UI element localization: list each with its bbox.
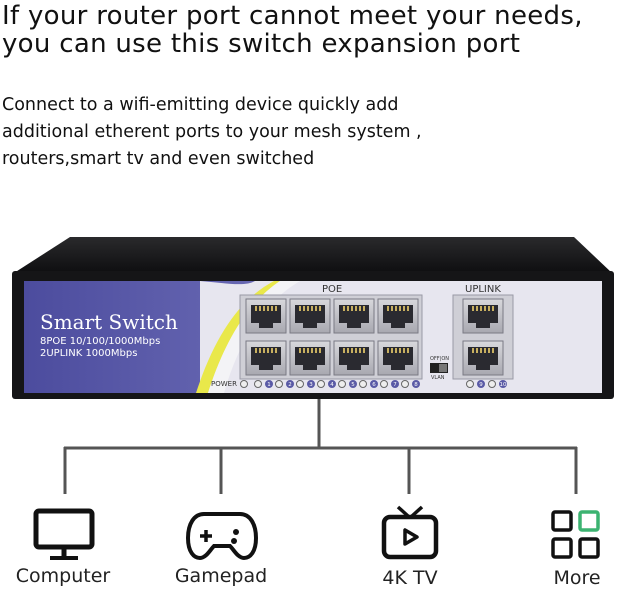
port-led-2-number: 2 bbox=[288, 382, 292, 388]
port-led-1-number: 1 bbox=[267, 382, 271, 388]
port-led-2 bbox=[275, 380, 283, 388]
port-led-9 bbox=[466, 380, 474, 388]
headline-line-2: you can use this switch expansion port bbox=[2, 29, 521, 59]
port-led-10 bbox=[488, 380, 496, 388]
port-led-10-number-badge bbox=[499, 380, 507, 388]
network-switch-illustration: 1 2 3 4 5 6 7 8 9 10 Smart Switch 8POE 10/100/100… bbox=[0, 225, 640, 415]
uplink-port-10 bbox=[462, 340, 504, 376]
port-led-3-number: 3 bbox=[309, 382, 313, 388]
port-led-8-number-badge bbox=[412, 380, 420, 388]
port-led-8 bbox=[401, 380, 409, 388]
poe-port-7 bbox=[333, 340, 375, 376]
port-led-2-number-badge bbox=[286, 380, 294, 388]
port-led-4-number-badge bbox=[328, 380, 336, 388]
port-led-5-number-badge bbox=[349, 380, 357, 388]
port-led-5-number: 5 bbox=[351, 382, 355, 388]
poe-port-5 bbox=[245, 340, 287, 376]
poe-port-1 bbox=[245, 298, 287, 334]
port-led-3 bbox=[296, 380, 304, 388]
device-label-more: More bbox=[553, 567, 601, 589]
description-line-1: Connect to a wifi-emitting device quickl… bbox=[2, 95, 399, 115]
device-label-computer: Computer bbox=[15, 565, 111, 587]
port-led-9-number: 9 bbox=[479, 382, 483, 388]
port-led-9-number-badge bbox=[477, 380, 485, 388]
port-led-4 bbox=[317, 380, 325, 388]
description: Connect to a wifi-emitting device quickl… bbox=[2, 92, 422, 173]
grid-more-icon bbox=[551, 510, 600, 559]
port-led-10-number: 10 bbox=[500, 382, 507, 388]
description-line-3: routers,smart tv and even switched bbox=[2, 149, 315, 169]
port-led-6-number-badge bbox=[370, 380, 378, 388]
poe-port-2 bbox=[289, 298, 331, 334]
gamepad-icon bbox=[185, 512, 259, 561]
status-leds: 1 2 3 4 5 6 7 8 9 10 bbox=[240, 380, 507, 388]
port-led-7-number: 7 bbox=[393, 382, 397, 388]
headline: If your router port cannot meet your nee… bbox=[2, 2, 583, 58]
device-label-gamepad: Gamepad bbox=[174, 565, 268, 587]
uplink-label: UPLINK bbox=[465, 284, 501, 295]
port-led-5 bbox=[338, 380, 346, 388]
port-led-7 bbox=[380, 380, 388, 388]
power-led bbox=[240, 380, 248, 388]
port-led-3-number-badge bbox=[307, 380, 315, 388]
poe-port-8 bbox=[377, 340, 419, 376]
port-led-8-number: 8 bbox=[414, 382, 418, 388]
toggle-vlan-label: VLAN bbox=[431, 375, 445, 381]
device-label-tv: 4K TV bbox=[382, 567, 438, 589]
port-led-7-number-badge bbox=[391, 380, 399, 388]
connection-lines bbox=[63, 414, 578, 494]
tv-icon bbox=[381, 505, 439, 560]
description-line-2: additional etherent ports to your mesh s… bbox=[2, 122, 422, 142]
poe-port-4 bbox=[377, 298, 419, 334]
port-led-4-number: 4 bbox=[330, 382, 334, 388]
port-led-1-number-badge bbox=[265, 380, 273, 388]
switch-spec-poe: 8POE 10/100/1000Mbps bbox=[40, 336, 160, 347]
toggle-off-on-label: OFF|ON bbox=[430, 356, 449, 362]
switch-svg: 1 2 3 4 5 6 7 8 9 10 Smart Switch 8POE 10/100/100… bbox=[12, 237, 614, 415]
uplink-port-9 bbox=[462, 298, 504, 334]
port-led-6-number: 6 bbox=[372, 382, 376, 388]
headline-line-1: If your router port cannot meet your nee… bbox=[2, 1, 583, 31]
computer-monitor-icon bbox=[33, 508, 95, 560]
port-led-6 bbox=[359, 380, 367, 388]
poe-port-3 bbox=[333, 298, 375, 334]
poe-port-6 bbox=[289, 340, 331, 376]
power-label: POWER bbox=[211, 380, 237, 388]
switch-spec-uplink: 2UPLINK 1000Mbps bbox=[40, 348, 137, 359]
switch-brand-label: Smart Switch bbox=[40, 310, 178, 334]
port-led-1 bbox=[254, 380, 262, 388]
poe-label: POE bbox=[322, 284, 342, 295]
ethernet-ports bbox=[245, 298, 504, 376]
switch-yellow-swoosh bbox=[196, 281, 280, 393]
switch-case-top bbox=[14, 237, 612, 273]
